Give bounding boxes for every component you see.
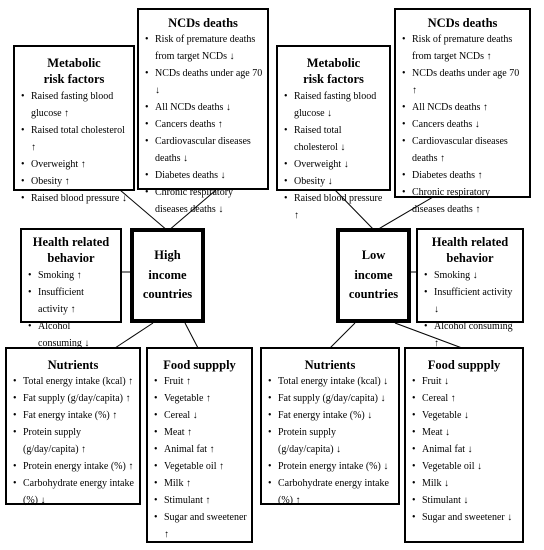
connector-low-nutrients <box>329 322 356 349</box>
list-item: Cereal ↑ <box>410 390 518 407</box>
list-item: Fruit ↓ <box>410 373 518 390</box>
list-item: NCDs deaths under age 70 ↓ <box>143 65 263 99</box>
list-item: Total energy intake (kcal) ↑ <box>11 373 135 390</box>
list-item: Total energy intake (kcal) ↓ <box>266 373 394 390</box>
list-item: Cancers deaths ↑ <box>143 116 263 133</box>
list-item: Fat supply (g/day/capita) ↓ <box>266 390 394 407</box>
low-food-box: Food suppplyFruit ↓Cereal ↑Vegetable ↓Me… <box>404 347 524 543</box>
connector-high-food <box>184 322 199 349</box>
factor-list: Fruit ↑Vegetable ↑Cereal ↓Meat ↑Animal f… <box>152 373 247 543</box>
factor-list: Smoking ↑Insufficient activity ↑Alcohol … <box>26 267 116 352</box>
list-item: Fruit ↑ <box>152 373 247 390</box>
low-ncds-box: NCDs deathsRisk of premature deaths from… <box>394 8 531 215</box>
list-item: Chronic respiratory diseases deaths ↑ <box>400 184 525 218</box>
list-item: Raised total cholesterol ↑ <box>19 122 129 156</box>
list-item: Risk of premature deaths from target NCD… <box>143 31 263 65</box>
list-item: Milk ↓ <box>410 475 518 492</box>
list-item: Raised total cholesterol ↓ <box>282 122 385 156</box>
box-title: Food suppply <box>163 358 236 372</box>
high-nutrients-box: NutrientsTotal energy intake (kcal) ↑Fat… <box>5 347 141 506</box>
list-item: Smoking ↓ <box>422 267 518 284</box>
list-item: Fat supply (g/day/capita) ↑ <box>11 390 135 407</box>
factor-list: Total energy intake (kcal) ↑Fat supply (… <box>11 373 135 509</box>
list-item: Stimulant ↑ <box>152 492 247 509</box>
high-income-countries-node: High income countries <box>130 228 205 323</box>
list-item: Vegetable ↓ <box>410 407 518 424</box>
list-item: Stimulant ↓ <box>410 492 518 509</box>
list-item: Animal fat ↓ <box>410 441 518 458</box>
factor-list: Total energy intake (kcal) ↓Fat supply (… <box>266 373 394 509</box>
list-item: Sugar and sweetener ↓ <box>410 509 518 526</box>
list-item: Vegetable oil ↓ <box>410 458 518 475</box>
box-title: Nutrients <box>304 358 356 372</box>
list-item: Fat energy intake (%) ↑ <box>11 407 135 424</box>
list-item: Cardiovascular diseases deaths ↓ <box>143 133 263 167</box>
list-item: Insufficient activity ↓ <box>422 284 518 318</box>
list-item: All NCDs deaths ↓ <box>143 99 263 116</box>
box-title: NCDs deaths <box>427 16 498 30</box>
factor-list: Fruit ↓Cereal ↑Vegetable ↓Meat ↓Animal f… <box>410 373 518 526</box>
box-title: Food suppply <box>427 358 501 372</box>
list-item: Alcohol consuming ↓ <box>26 318 116 352</box>
list-item: Overweight ↓ <box>282 156 385 173</box>
list-item: Risk of premature deaths from target NCD… <box>400 31 525 65</box>
list-item: Carbohydrate energy intake (%) ↓ <box>11 475 135 509</box>
list-item: Cereal ↓ <box>152 407 247 424</box>
list-item: Raised blood pressure ↑ <box>282 190 385 224</box>
list-item: Obesity ↑ <box>19 173 129 190</box>
list-item: Meat ↑ <box>152 424 247 441</box>
list-item: Diabetes deaths ↓ <box>143 167 263 184</box>
low-center-label: Low income countries <box>348 248 399 302</box>
list-item: Cancers deaths ↓ <box>400 116 525 133</box>
list-item: Raised fasting blood glucose ↓ <box>282 88 385 122</box>
list-item: Protein supply (g/day/capita) ↓ <box>266 424 394 458</box>
low-nutrients-box: NutrientsTotal energy intake (kcal) ↓Fat… <box>260 347 400 506</box>
list-item: Protein energy intake (%) ↓ <box>266 458 394 475</box>
low-behavior-box: Health relatedbehaviorSmoking ↓Insuffici… <box>416 228 524 349</box>
list-item: Protein energy intake (%) ↑ <box>11 458 135 475</box>
list-item: Raised blood pressure ↓ <box>19 190 129 207</box>
list-item: Obesity ↓ <box>282 173 385 190</box>
list-item: Chronic respiratory diseases deaths ↓ <box>143 184 263 218</box>
factor-list: Risk of premature deaths from target NCD… <box>143 31 263 218</box>
box-title: NCDs deaths <box>168 16 238 30</box>
list-item: Sugar and sweetener ↑ <box>152 509 247 543</box>
list-item: Fat energy intake (%) ↓ <box>266 407 394 424</box>
list-item: Insufficient activity ↑ <box>26 284 116 318</box>
factor-list: Raised fasting blood glucose ↓Raised tot… <box>282 88 385 224</box>
list-item: Raised fasting blood glucose ↑ <box>19 88 129 122</box>
list-item: NCDs deaths under age 70 ↑ <box>400 65 525 99</box>
list-item: Protein supply (g/day/capita) ↑ <box>11 424 135 458</box>
high-center-label: High income countries <box>142 248 193 302</box>
factor-list: Smoking ↓Insufficient activity ↓Alcohol … <box>422 267 518 352</box>
list-item: Smoking ↑ <box>26 267 116 284</box>
list-item: Vegetable ↑ <box>152 390 247 407</box>
list-item: Milk ↑ <box>152 475 247 492</box>
low-income-countries-node: Low income countries <box>336 228 411 323</box>
list-item: Alcohol consuming ↑ <box>422 318 518 352</box>
box-title: Nutrients <box>47 358 99 372</box>
connector-high-nutrients <box>114 322 154 349</box>
factor-list: Raised fasting blood glucose ↑Raised tot… <box>19 88 129 207</box>
list-item: Vegetable oil ↑ <box>152 458 247 475</box>
list-item: Diabetes deaths ↑ <box>400 167 525 184</box>
list-item: Animal fat ↑ <box>152 441 247 458</box>
factor-list: Risk of premature deaths from target NCD… <box>400 31 525 218</box>
high-ncds-box: NCDs deathsRisk of premature deaths from… <box>137 8 269 215</box>
list-item: Cardiovascular diseases deaths ↑ <box>400 133 525 167</box>
list-item: All NCDs deaths ↑ <box>400 99 525 116</box>
list-item: Overweight ↑ <box>19 156 129 173</box>
high-behavior-box: Health relatedbehaviorSmoking ↑Insuffici… <box>20 228 122 349</box>
list-item: Carbohydrate energy intake (%) ↑ <box>266 475 394 509</box>
high-food-box: Food suppplyFruit ↑Vegetable ↑Cereal ↓Me… <box>146 347 253 543</box>
list-item: Meat ↓ <box>410 424 518 441</box>
